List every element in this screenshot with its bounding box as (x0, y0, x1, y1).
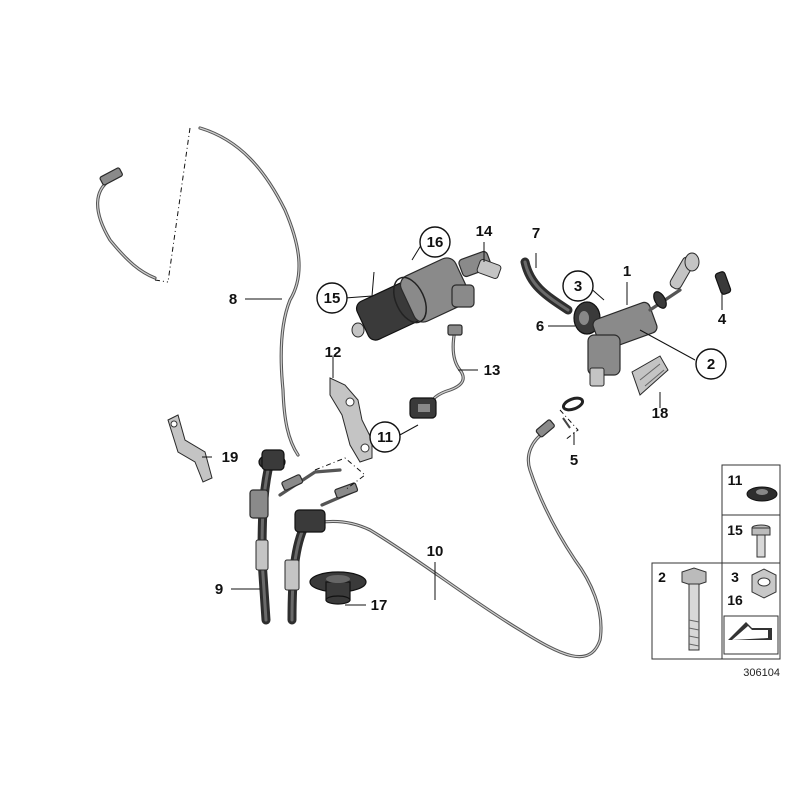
hose-9 (249, 449, 342, 625)
legend-grommet-icon (746, 486, 778, 502)
callout-5: 5 (570, 452, 578, 469)
callout-16: 16 (427, 234, 444, 251)
grommet-17 (309, 571, 367, 605)
callout-18: 18 (652, 405, 669, 422)
legend-label-3: 3 (731, 569, 739, 585)
callout-10: 10 (427, 543, 444, 560)
callout-circles (316, 226, 727, 453)
callout-4: 4 (718, 311, 727, 328)
callout-15: 15 (324, 290, 341, 307)
pipe-10 (284, 419, 603, 659)
legend-nut-icon (751, 568, 777, 599)
callout-17: 17 (371, 597, 388, 614)
pin-4 (714, 271, 732, 295)
drawing-number: 306104 (743, 667, 780, 679)
seal-5 (559, 396, 585, 441)
master-cylinder-1 (587, 252, 700, 387)
hardware-legend: 11 15 2 3 16 (651, 464, 781, 660)
coupling-11 (409, 397, 437, 419)
callout-14: 14 (476, 223, 493, 240)
hose-7 (520, 257, 573, 315)
leader-lines (202, 241, 723, 606)
bracket-12 (329, 377, 373, 463)
legend-label-2: 2 (658, 569, 666, 585)
callout-12: 12 (325, 344, 342, 361)
legend-label-11: 11 (728, 472, 743, 488)
callout-11: 11 (377, 429, 393, 446)
pipe-8 (96, 126, 301, 457)
legend-label-15: 15 (727, 522, 743, 538)
connection-line (314, 457, 366, 491)
legend-bolt-icon (751, 524, 771, 558)
slave-cylinder-14 (351, 250, 502, 341)
cover-18 (631, 355, 669, 396)
callout-19: 19 (222, 449, 239, 466)
callout-13: 13 (484, 362, 501, 379)
callout-3: 3 (574, 278, 582, 295)
callout-1: 1 (623, 263, 631, 280)
callout-8: 8 (229, 291, 237, 308)
line-13 (426, 324, 465, 412)
callout-7: 7 (532, 225, 540, 242)
legend-label-16: 16 (727, 592, 743, 608)
callout-6: 6 (536, 318, 544, 335)
bracket-19 (167, 414, 213, 483)
callout-2: 2 (707, 356, 715, 373)
legend-arrow-icon (723, 615, 779, 655)
callout-9: 9 (215, 581, 223, 598)
legend-long-bolt-icon (681, 567, 707, 651)
